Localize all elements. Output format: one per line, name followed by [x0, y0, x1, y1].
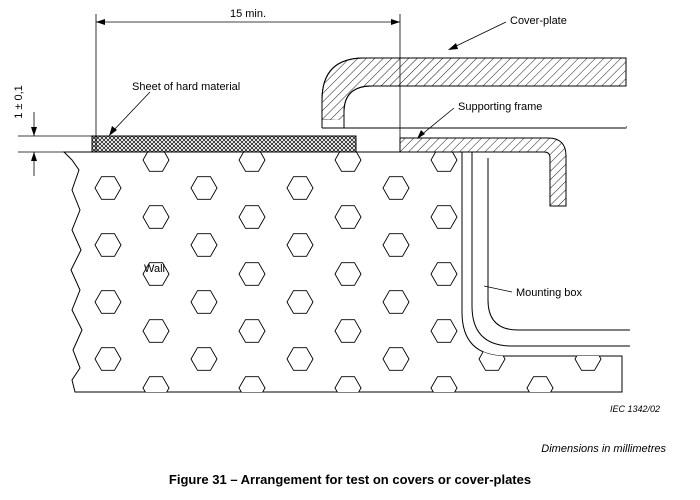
- wall-hexagon: [430, 376, 458, 392]
- sheet-of-hard-material: [91, 135, 357, 153]
- wall-hexagon: [334, 152, 362, 172]
- wall-hexagon: [238, 152, 266, 172]
- wall-hexagon: [334, 262, 362, 286]
- wall-hexagon: [671, 348, 697, 371]
- wall-hexagon: [334, 376, 362, 392]
- wall-hexagon: [190, 176, 218, 200]
- supporting-frame-label: Supporting frame: [458, 101, 542, 113]
- wall-hexagon: [238, 376, 266, 392]
- supporting-frame: [399, 137, 567, 207]
- leader-sheet-arrow: [109, 126, 117, 136]
- dimension-1: [31, 112, 37, 176]
- cover-plate-lower-band: [322, 120, 626, 128]
- wall-hexagon: [190, 233, 218, 257]
- wall-label: Wall: [144, 263, 165, 275]
- wall-hexagon: [95, 462, 121, 485]
- wall-hexagon: [430, 319, 458, 343]
- wall-hexagon: [671, 177, 697, 200]
- cover-plate-outline: [321, 57, 627, 128]
- wall-hexagon: [671, 120, 697, 143]
- wall-hexagon: [286, 233, 314, 257]
- wall-hexagon: [239, 434, 265, 457]
- wall-hexagon: [430, 262, 458, 286]
- wall-hexagon: [382, 176, 410, 200]
- wall-hexagon: [574, 233, 602, 257]
- wall-hexagon: [94, 347, 122, 371]
- wall-hexagon: [143, 434, 169, 457]
- mounting-box-label: Mounting box: [516, 287, 583, 299]
- wall-hexagon: [623, 206, 649, 229]
- leader-supporting-frame: [419, 107, 455, 137]
- cover-plate: [321, 57, 627, 129]
- wall-hexagon: [526, 376, 554, 392]
- leader-sheet: [111, 91, 151, 133]
- wall-hexagon: [335, 434, 361, 457]
- wall-hexagon: [382, 233, 410, 257]
- wall-hexagon: [671, 234, 697, 257]
- wall-hexagon: [95, 405, 121, 428]
- dimension-15-min: [95, 14, 401, 152]
- wall-hexagon: [238, 205, 266, 229]
- leader-cover-plate: [451, 21, 507, 49]
- wall-hexagon: [430, 205, 458, 229]
- leader-cover-plate-arrow: [448, 43, 458, 50]
- wall-hexagon: [623, 263, 649, 286]
- figure-reference: IEC 1342/02: [610, 404, 660, 414]
- wall-hexagon: [574, 176, 602, 200]
- sheet-label: Sheet of hard material: [132, 81, 240, 93]
- wall-hexagon: [190, 347, 218, 371]
- wall-hexagon: [94, 233, 122, 257]
- wall-hexagon: [142, 262, 170, 286]
- wall-hexagon: [431, 434, 457, 457]
- wall-hexagon: [383, 405, 409, 428]
- wall-hexagon: [671, 405, 697, 428]
- wall-hexagon: [142, 152, 170, 172]
- wall-hexagon: [191, 405, 217, 428]
- wall-hexagon: [382, 347, 410, 371]
- dimension-1-label: 1 ± 0,1: [13, 85, 25, 119]
- wall-hexagon: [526, 262, 554, 286]
- wall-hexagon: [286, 347, 314, 371]
- wall-hexagon: [142, 319, 170, 343]
- wall-hexagon: [575, 405, 601, 428]
- wall-hexagon: [478, 290, 506, 314]
- wall-hexagon: [334, 319, 362, 343]
- wall-hexagon: [526, 319, 554, 343]
- wall-hexagon: [479, 405, 505, 428]
- wall-hexagon: [623, 377, 649, 400]
- wall-hexagon: [94, 290, 122, 314]
- wall-hexagon: [334, 205, 362, 229]
- wall-hexagon: [671, 291, 697, 314]
- wall-hexagon: [286, 290, 314, 314]
- units-note: Dimensions in millimetres: [541, 443, 666, 455]
- wall-hexagon: [238, 319, 266, 343]
- wall-hexagon: [623, 92, 649, 115]
- wall-hexagon: [142, 376, 170, 392]
- wall-hexagon: [142, 205, 170, 229]
- leader-mounting-box: [483, 285, 513, 293]
- wall-hexagon: [238, 262, 266, 286]
- figure-caption: Figure 31 – Arrangement for test on cove…: [169, 472, 531, 487]
- wall-hexagon: [478, 233, 506, 257]
- leader-supporting-frame-arrow: [417, 130, 425, 139]
- wall-hexagon: [623, 320, 649, 343]
- wall-hexagon: [94, 176, 122, 200]
- dimension-15-label: 15 min.: [230, 8, 266, 20]
- wall-hexagon: [671, 462, 697, 485]
- wall-hexagon: [430, 152, 458, 172]
- wall-hexagon: [431, 92, 457, 115]
- wall-hexagon: [286, 176, 314, 200]
- wall-hexagon: [239, 92, 265, 115]
- wall-hexagon: [190, 290, 218, 314]
- wall-hexagon: [478, 176, 506, 200]
- wall-hexagon: [575, 462, 601, 485]
- wall-hexagon: [382, 290, 410, 314]
- wall-hexagon: [623, 149, 649, 172]
- cover-plate-label: Cover-plate: [510, 15, 567, 27]
- wall-hexagon: [287, 405, 313, 428]
- wall-hexagon: [526, 205, 554, 229]
